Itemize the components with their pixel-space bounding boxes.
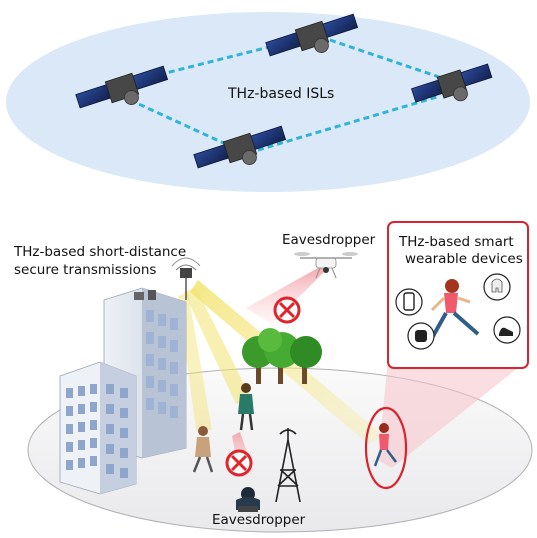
eavesdropper-label-top: Eavesdropper xyxy=(282,232,376,248)
beam-to-pedestrian xyxy=(184,288,252,404)
wearable-label-line1: THz-based smart xyxy=(399,234,514,250)
block-icon-bottom xyxy=(225,449,253,477)
isl-label: THz-based ISLs xyxy=(228,86,335,102)
front-building xyxy=(59,361,137,495)
isl-link xyxy=(329,38,449,82)
short-distance-label-line2: secure transmissions xyxy=(14,262,157,278)
block-icon-top xyxy=(273,296,301,324)
wearable-callout-wedge xyxy=(378,360,528,468)
cell-tower-icon xyxy=(275,428,301,503)
satellite-icon xyxy=(410,63,493,103)
eavesdropper-label-bottom: Eavesdropper xyxy=(212,512,306,528)
pedestrian-woman xyxy=(238,383,254,431)
wearable-label-line2: wearable devices xyxy=(405,251,523,267)
hacker-eavesdropper-icon xyxy=(236,487,260,512)
smartwatch-icon xyxy=(407,322,435,350)
wearable-panel xyxy=(387,221,529,369)
satellite-icon xyxy=(75,65,169,109)
runner-woman xyxy=(373,423,397,467)
trees xyxy=(242,328,322,384)
satellite-icon xyxy=(193,125,287,169)
satellite-icon xyxy=(265,13,359,57)
eavesdropper-cone-top xyxy=(246,268,328,324)
shoe-icon xyxy=(493,316,521,344)
beam-to-walker xyxy=(178,292,212,430)
orbit-region xyxy=(6,12,530,192)
short-distance-label-line1: THz-based short-distance xyxy=(14,244,187,260)
antenna-icon xyxy=(171,257,201,300)
isl-link xyxy=(129,98,231,148)
phone-icon xyxy=(395,288,423,316)
runner-highlight-ring xyxy=(364,406,408,490)
earbud-icon xyxy=(483,273,511,301)
runner-large xyxy=(430,279,480,339)
pedestrian-man xyxy=(192,426,214,473)
drone-icon xyxy=(294,252,358,279)
isl-link xyxy=(257,94,441,152)
orbit-ellipse xyxy=(6,12,530,192)
